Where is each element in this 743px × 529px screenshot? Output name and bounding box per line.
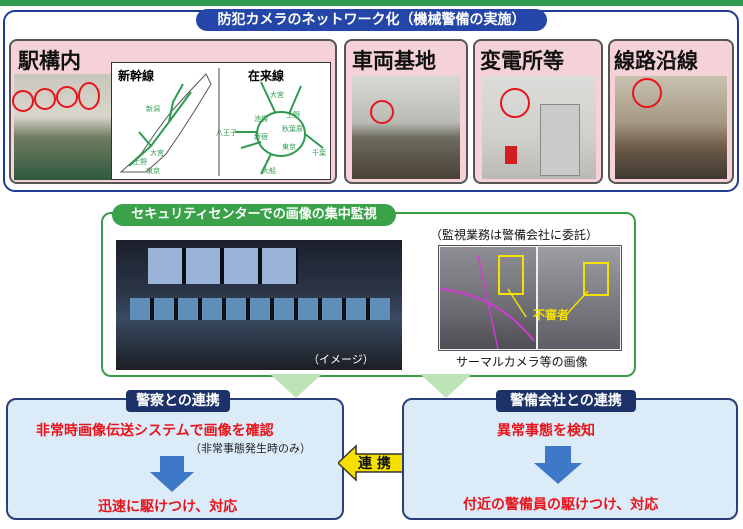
alarm-box bbox=[505, 146, 517, 164]
substation-door bbox=[540, 104, 580, 176]
thermal-overlay bbox=[439, 254, 589, 350]
map-label: 東京 bbox=[146, 167, 160, 175]
route-map-drawing bbox=[119, 68, 324, 176]
flow-connectors bbox=[270, 374, 472, 398]
map-label: 千葉 bbox=[312, 149, 326, 157]
map-label: 大宮 bbox=[150, 149, 164, 157]
thermal-image-left bbox=[440, 247, 536, 349]
map-label: 大宮 bbox=[270, 91, 284, 99]
network-title: 防犯カメラのネットワーク化（機械警備の実施） bbox=[196, 9, 547, 31]
map-label: 八王子 bbox=[216, 129, 237, 137]
map-label: 新潟 bbox=[146, 105, 160, 113]
camera-highlight-ring bbox=[632, 78, 662, 108]
camera-highlight-ring bbox=[12, 90, 34, 112]
map-label: 上野 bbox=[286, 111, 300, 119]
shinkansen-map-title: 新幹線 bbox=[118, 69, 155, 83]
intruder-label: 不審者 bbox=[533, 308, 570, 322]
police-line2: 迅速に駆けつけ、対応 bbox=[98, 499, 238, 515]
map-label: 上野 bbox=[133, 158, 147, 166]
route-map-inset bbox=[111, 62, 331, 180]
outsourcing-note: （監視業務は警備会社に委託） bbox=[430, 228, 599, 242]
security-line1: 異常事態を検知 bbox=[497, 423, 595, 439]
top-accent-bar bbox=[0, 0, 743, 6]
police-header: 警察との連携 bbox=[126, 390, 230, 412]
intruder-box-right bbox=[583, 262, 609, 296]
map-label: 東京 bbox=[282, 143, 296, 151]
camera-highlight-ring bbox=[370, 100, 394, 124]
substation-label: 変電所等 bbox=[480, 49, 564, 73]
camera-highlight-ring bbox=[500, 88, 530, 118]
map-label: 新宿 bbox=[254, 133, 268, 141]
police-line1: 非常時画像伝送システムで画像を確認 bbox=[36, 423, 274, 439]
depot-photo bbox=[352, 76, 460, 179]
thermal-caption: サーマルカメラ等の画像 bbox=[456, 355, 588, 369]
camera-highlight-ring bbox=[56, 86, 78, 108]
link-label: 連 携 bbox=[358, 456, 391, 472]
map-label: 大船 bbox=[262, 167, 276, 175]
video-wall bbox=[148, 248, 298, 284]
police-down-arrow bbox=[150, 456, 194, 492]
map-label: 池袋 bbox=[254, 115, 268, 123]
depot-label: 車両基地 bbox=[352, 49, 436, 73]
camera-highlight-ring bbox=[78, 82, 100, 110]
camera-highlight-ring bbox=[34, 88, 56, 110]
image-note: （イメージ） bbox=[308, 353, 374, 366]
monitor-row bbox=[130, 298, 390, 320]
station-label: 駅構内 bbox=[18, 49, 81, 73]
police-line1-note: （非常事態発生時のみ） bbox=[190, 442, 311, 455]
intruder-box-left bbox=[498, 255, 524, 295]
security-down-arrow bbox=[534, 446, 582, 484]
security-line2: 付近の警備員の駆けつけ、対応 bbox=[463, 497, 659, 513]
trackside-label: 線路沿線 bbox=[614, 49, 698, 73]
thermal-image-right bbox=[538, 247, 620, 349]
security-center-title: セキュリティセンターでの画像の集中監視 bbox=[112, 204, 396, 226]
zairai-map-title: 在来線 bbox=[248, 69, 285, 83]
security-company-header: 警備会社との連携 bbox=[496, 390, 636, 412]
map-label: 秋葉原 bbox=[282, 125, 303, 133]
